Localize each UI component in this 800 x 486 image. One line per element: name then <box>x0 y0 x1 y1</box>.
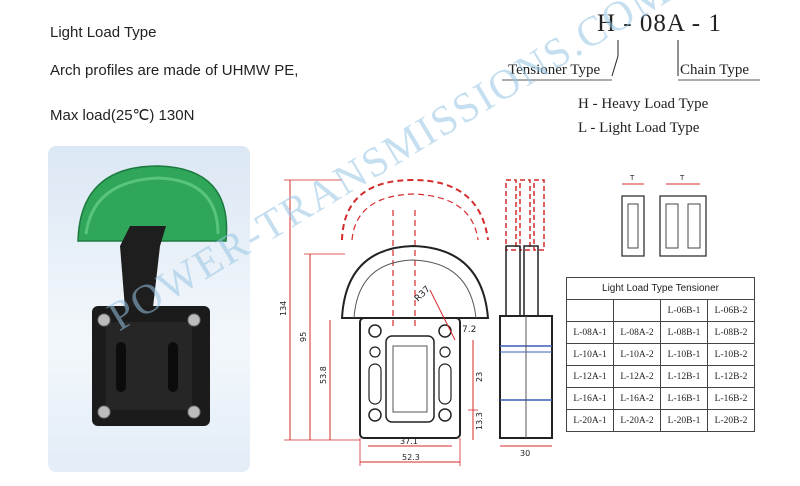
material-note: Arch profiles are made of UHMW PE, <box>50 62 299 79</box>
table-row: L-06B-1 L-06B-2 <box>566 299 755 322</box>
model-code: H - 08A - 1 <box>597 10 722 37</box>
table-cell: L-10B-2 <box>707 343 755 366</box>
table-cell: L-12B-1 <box>660 365 708 388</box>
table-cell <box>613 299 661 322</box>
table-cell: L-08B-2 <box>707 321 755 344</box>
table-cell: L-12A-2 <box>613 365 661 388</box>
table-cell: L-16B-1 <box>660 387 708 410</box>
dim-30: 30 <box>520 449 530 458</box>
table-cell: L-20A-1 <box>566 409 614 432</box>
table-cell: L-20A-2 <box>613 409 661 432</box>
tensioner-spec-table: Light Load Type Tensioner L-06B-1 L-06B-… <box>566 277 755 432</box>
table-row: L-12A-1 L-12A-2 L-12B-1 L-12B-2 <box>566 365 755 388</box>
tensioner-photo-icon <box>77 165 228 426</box>
table-cell: L-20B-1 <box>660 409 708 432</box>
table-cell <box>566 299 614 322</box>
table-cell: L-20B-2 <box>707 409 755 432</box>
table-row: L-20A-1 L-20A-2 L-20B-1 L-20B-2 <box>566 409 755 432</box>
table-cell: L-16A-1 <box>566 387 614 410</box>
max-load-note: Max load(25℃) 130N <box>50 107 195 124</box>
table-cell: L-16A-2 <box>613 387 661 410</box>
dim-134: 134 <box>279 301 288 316</box>
table-cell: L-08A-1 <box>566 321 614 344</box>
table-cell: L-10A-2 <box>613 343 661 366</box>
chain-type-label: Chain Type <box>680 62 750 78</box>
dim-thickness: 7.2 <box>462 325 476 335</box>
dim-52-3: 52.3 <box>402 453 420 462</box>
page-title: Light Load Type <box>50 24 157 41</box>
table-cell: L-08A-2 <box>613 321 661 344</box>
dim-37-1: 37.1 <box>400 437 418 446</box>
dim-radius: R37 <box>413 285 433 305</box>
dim-13-3: 13.3 <box>475 412 484 430</box>
table-cell: L-12A-1 <box>566 365 614 388</box>
table-cell: L-16B-2 <box>707 387 755 410</box>
table-cell: L-06B-2 <box>707 299 755 322</box>
table-cell: L-12B-2 <box>707 365 755 388</box>
dim-t1: T <box>629 174 635 182</box>
table-cell: L-06B-1 <box>660 299 708 322</box>
table-row: L-08A-1 L-08A-2 L-08B-1 L-08B-2 <box>566 321 755 344</box>
table-row: L-10A-1 L-10A-2 L-10B-1 L-10B-2 <box>566 343 755 366</box>
table-row: L-16A-1 L-16A-2 L-16B-1 L-16B-2 <box>566 387 755 410</box>
light-load-legend: L - Light Load Type <box>578 120 700 136</box>
table-cell: L-10A-1 <box>566 343 614 366</box>
heavy-load-legend: H - Heavy Load Type <box>578 96 709 112</box>
table-caption: Light Load Type Tensioner <box>566 277 755 300</box>
product-photo <box>48 146 250 472</box>
dim-t2: T <box>679 174 685 182</box>
dim-95: 95 <box>299 332 308 342</box>
table-cell: L-08B-1 <box>660 321 708 344</box>
dim-23: 23 <box>475 372 484 382</box>
table-cell: L-10B-1 <box>660 343 708 366</box>
tensioner-type-label: Tensioner Type <box>508 62 601 78</box>
dim-53-8: 53.8 <box>319 366 328 384</box>
